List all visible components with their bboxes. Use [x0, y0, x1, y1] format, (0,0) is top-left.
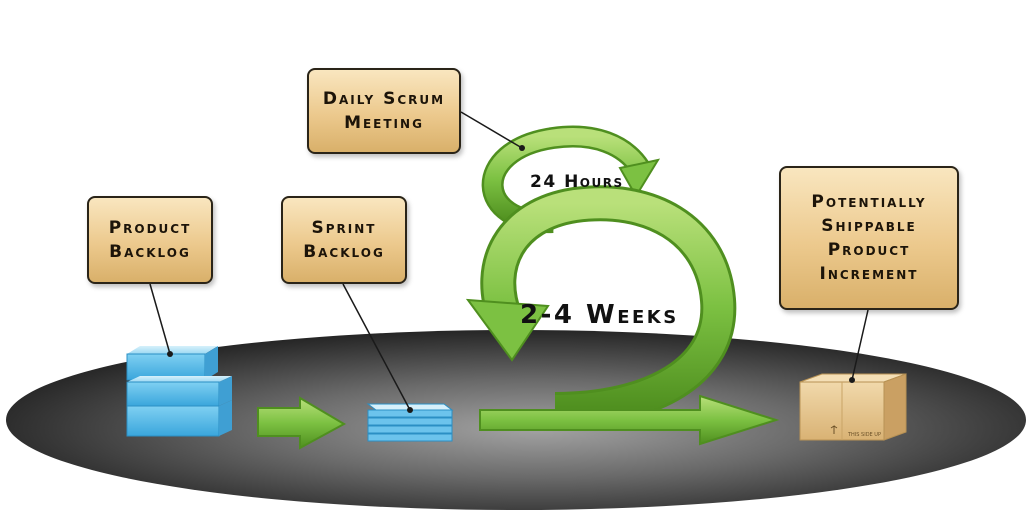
increment-line-3: Product [827, 240, 911, 260]
cardboard-box-icon: THIS SIDE UP [799, 373, 907, 441]
daily-scrum-line-2: Meeting [344, 113, 424, 133]
sprint-backlog-line-1: Sprint [311, 218, 377, 238]
svg-text:THIS SIDE UP: THIS SIDE UP [847, 432, 881, 438]
sprint-cycle-duration: 2-4 Weeks [520, 300, 679, 330]
product-backlog-label: Product Backlog [87, 196, 213, 284]
potentially-shippable-increment-label: Potentially Shippable Product Increment [779, 166, 959, 310]
flow-arrow-to-sprint-backlog [257, 396, 347, 450]
connector-lines [149, 111, 869, 411]
sprint-cycle-arrow [465, 185, 737, 428]
stacked-cubes-icon [126, 346, 232, 437]
flow-arrow-to-increment [479, 394, 780, 446]
sprint-backlog-label: Sprint Backlog [281, 196, 407, 284]
daily-scrum-line-1: Daily Scrum [322, 89, 446, 109]
sprint-backlog-line-2: Backlog [303, 242, 385, 262]
product-backlog-line-2: Backlog [109, 242, 191, 262]
daily-cycle-arrow [481, 125, 661, 234]
increment-line-2: Shippable [821, 216, 917, 236]
daily-cycle-duration: 24 Hours [530, 172, 624, 192]
stacked-sheets-icon [366, 403, 454, 442]
daily-scrum-meeting-label: Daily Scrum Meeting [307, 68, 461, 154]
increment-line-1: Potentially [811, 192, 927, 212]
connector-dots [167, 145, 855, 413]
product-backlog-line-1: Product [108, 218, 192, 238]
increment-line-4: Increment [819, 264, 919, 284]
